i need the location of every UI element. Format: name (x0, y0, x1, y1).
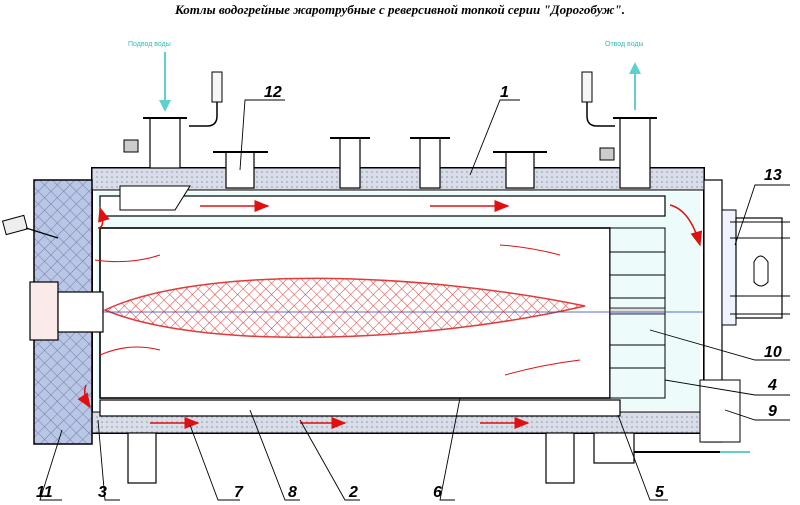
valve-icon (123, 139, 615, 161)
callout-13: 13 (764, 167, 782, 184)
outlet-arrowhead (629, 62, 641, 74)
top-nozzles (149, 117, 651, 189)
gas-flow-arrows (77, 200, 703, 429)
tube-rows (610, 251, 665, 369)
outlet-label: Отвод воды (605, 41, 644, 48)
callout-2: 2 (348, 484, 358, 501)
peephole-icon (1, 214, 59, 239)
outlet-bolts (730, 221, 790, 315)
inlet-label: Подвод воды (128, 41, 171, 48)
burner-flange (29, 281, 59, 341)
chimney-outlet (735, 217, 783, 319)
callout-8: 8 (288, 484, 297, 501)
callout-1: 1 (500, 84, 509, 101)
gauge-icon (189, 71, 615, 127)
callout-4: 4 (767, 377, 777, 394)
burner-nozzle (57, 291, 104, 333)
callout-11: 11 (36, 484, 53, 501)
callout-5: 5 (655, 484, 665, 501)
callout-6: 6 (433, 484, 442, 501)
smoke-tube-bottom (99, 399, 621, 417)
leader-lines (39, 99, 790, 501)
diagram-title: Котлы водогрейные жаротрубные с реверсив… (174, 2, 626, 17)
inlet-arrowhead (159, 100, 171, 112)
water-distributor (119, 185, 191, 211)
outlet-elbow-icon (753, 255, 769, 287)
callout-3: 3 (98, 484, 107, 501)
support-legs (127, 432, 635, 484)
rear-support (699, 379, 741, 443)
reverse-flow-arrows (94, 244, 581, 376)
rear-chamber-flange (721, 209, 737, 326)
callout-9: 9 (768, 403, 777, 420)
smoke-tube-top (99, 195, 666, 217)
burner-flame (103, 277, 586, 339)
callout-12: 12 (264, 84, 282, 101)
callout-7: 7 (234, 484, 244, 501)
nozzle-flanges (143, 117, 657, 153)
tube-plug (609, 307, 666, 315)
callout-10: 10 (764, 344, 782, 361)
